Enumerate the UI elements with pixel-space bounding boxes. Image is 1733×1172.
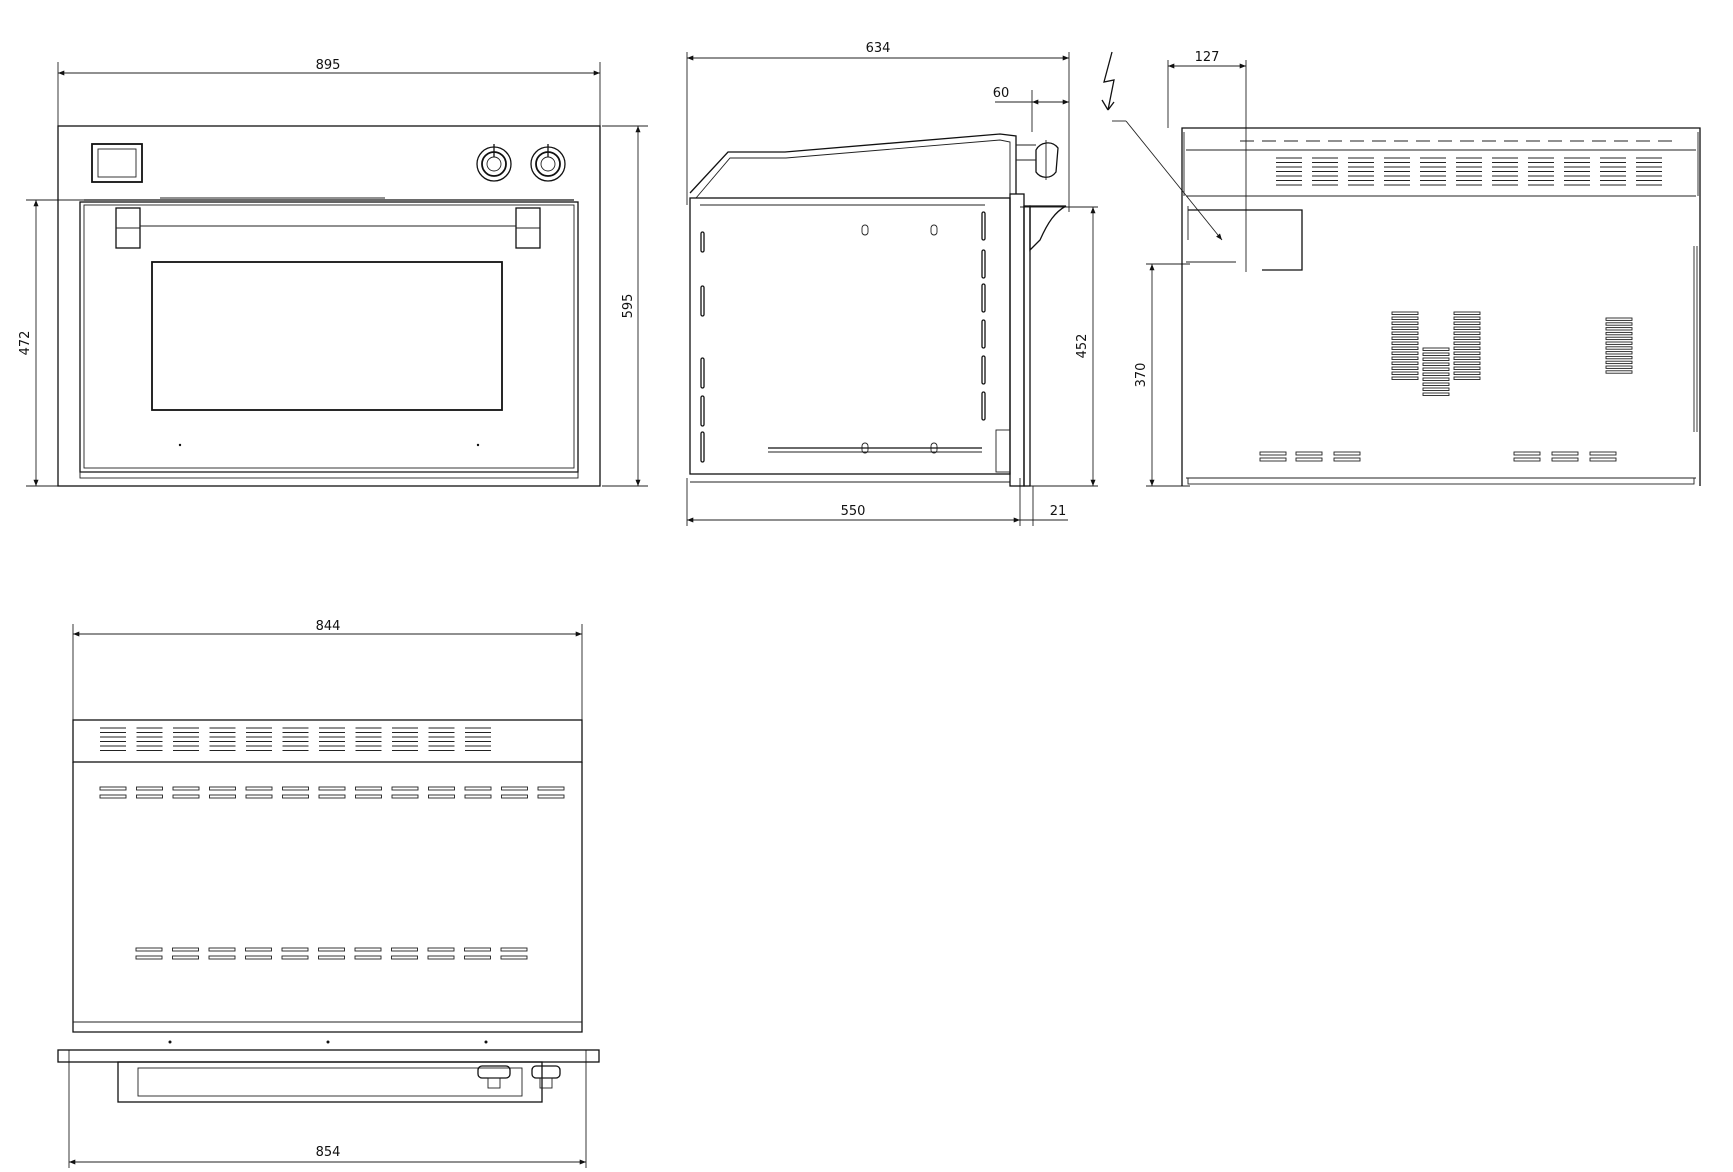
dim-top-front-width: 854 <box>316 1145 341 1160</box>
knob-icon <box>531 1065 561 1089</box>
front-view: 895 595 472 <box>18 58 648 487</box>
lightning-icon <box>1101 51 1115 111</box>
dim-front-height: 595 <box>621 294 636 319</box>
rear-view: 127 370 <box>1101 50 1701 487</box>
knob-icon <box>477 1065 511 1089</box>
dim-side-height: 452 <box>1075 334 1090 359</box>
side-view: 634 60 452 550 21 <box>686 41 1098 526</box>
dim-side-back: 60 <box>993 86 1010 101</box>
knob-icon <box>476 144 512 182</box>
top-view: 844 854 <box>57 619 600 1168</box>
dim-side-front: 21 <box>1050 504 1067 519</box>
dim-door-height: 472 <box>18 331 33 356</box>
dim-rear-offset: 127 <box>1195 50 1220 65</box>
dim-top-width: 844 <box>316 619 341 634</box>
knob-icon <box>530 144 566 182</box>
dim-rear-height: 370 <box>1134 363 1149 388</box>
dim-front-width: 895 <box>316 58 341 73</box>
dim-side-depth: 634 <box>866 41 891 56</box>
dim-side-body-depth: 550 <box>841 504 866 519</box>
